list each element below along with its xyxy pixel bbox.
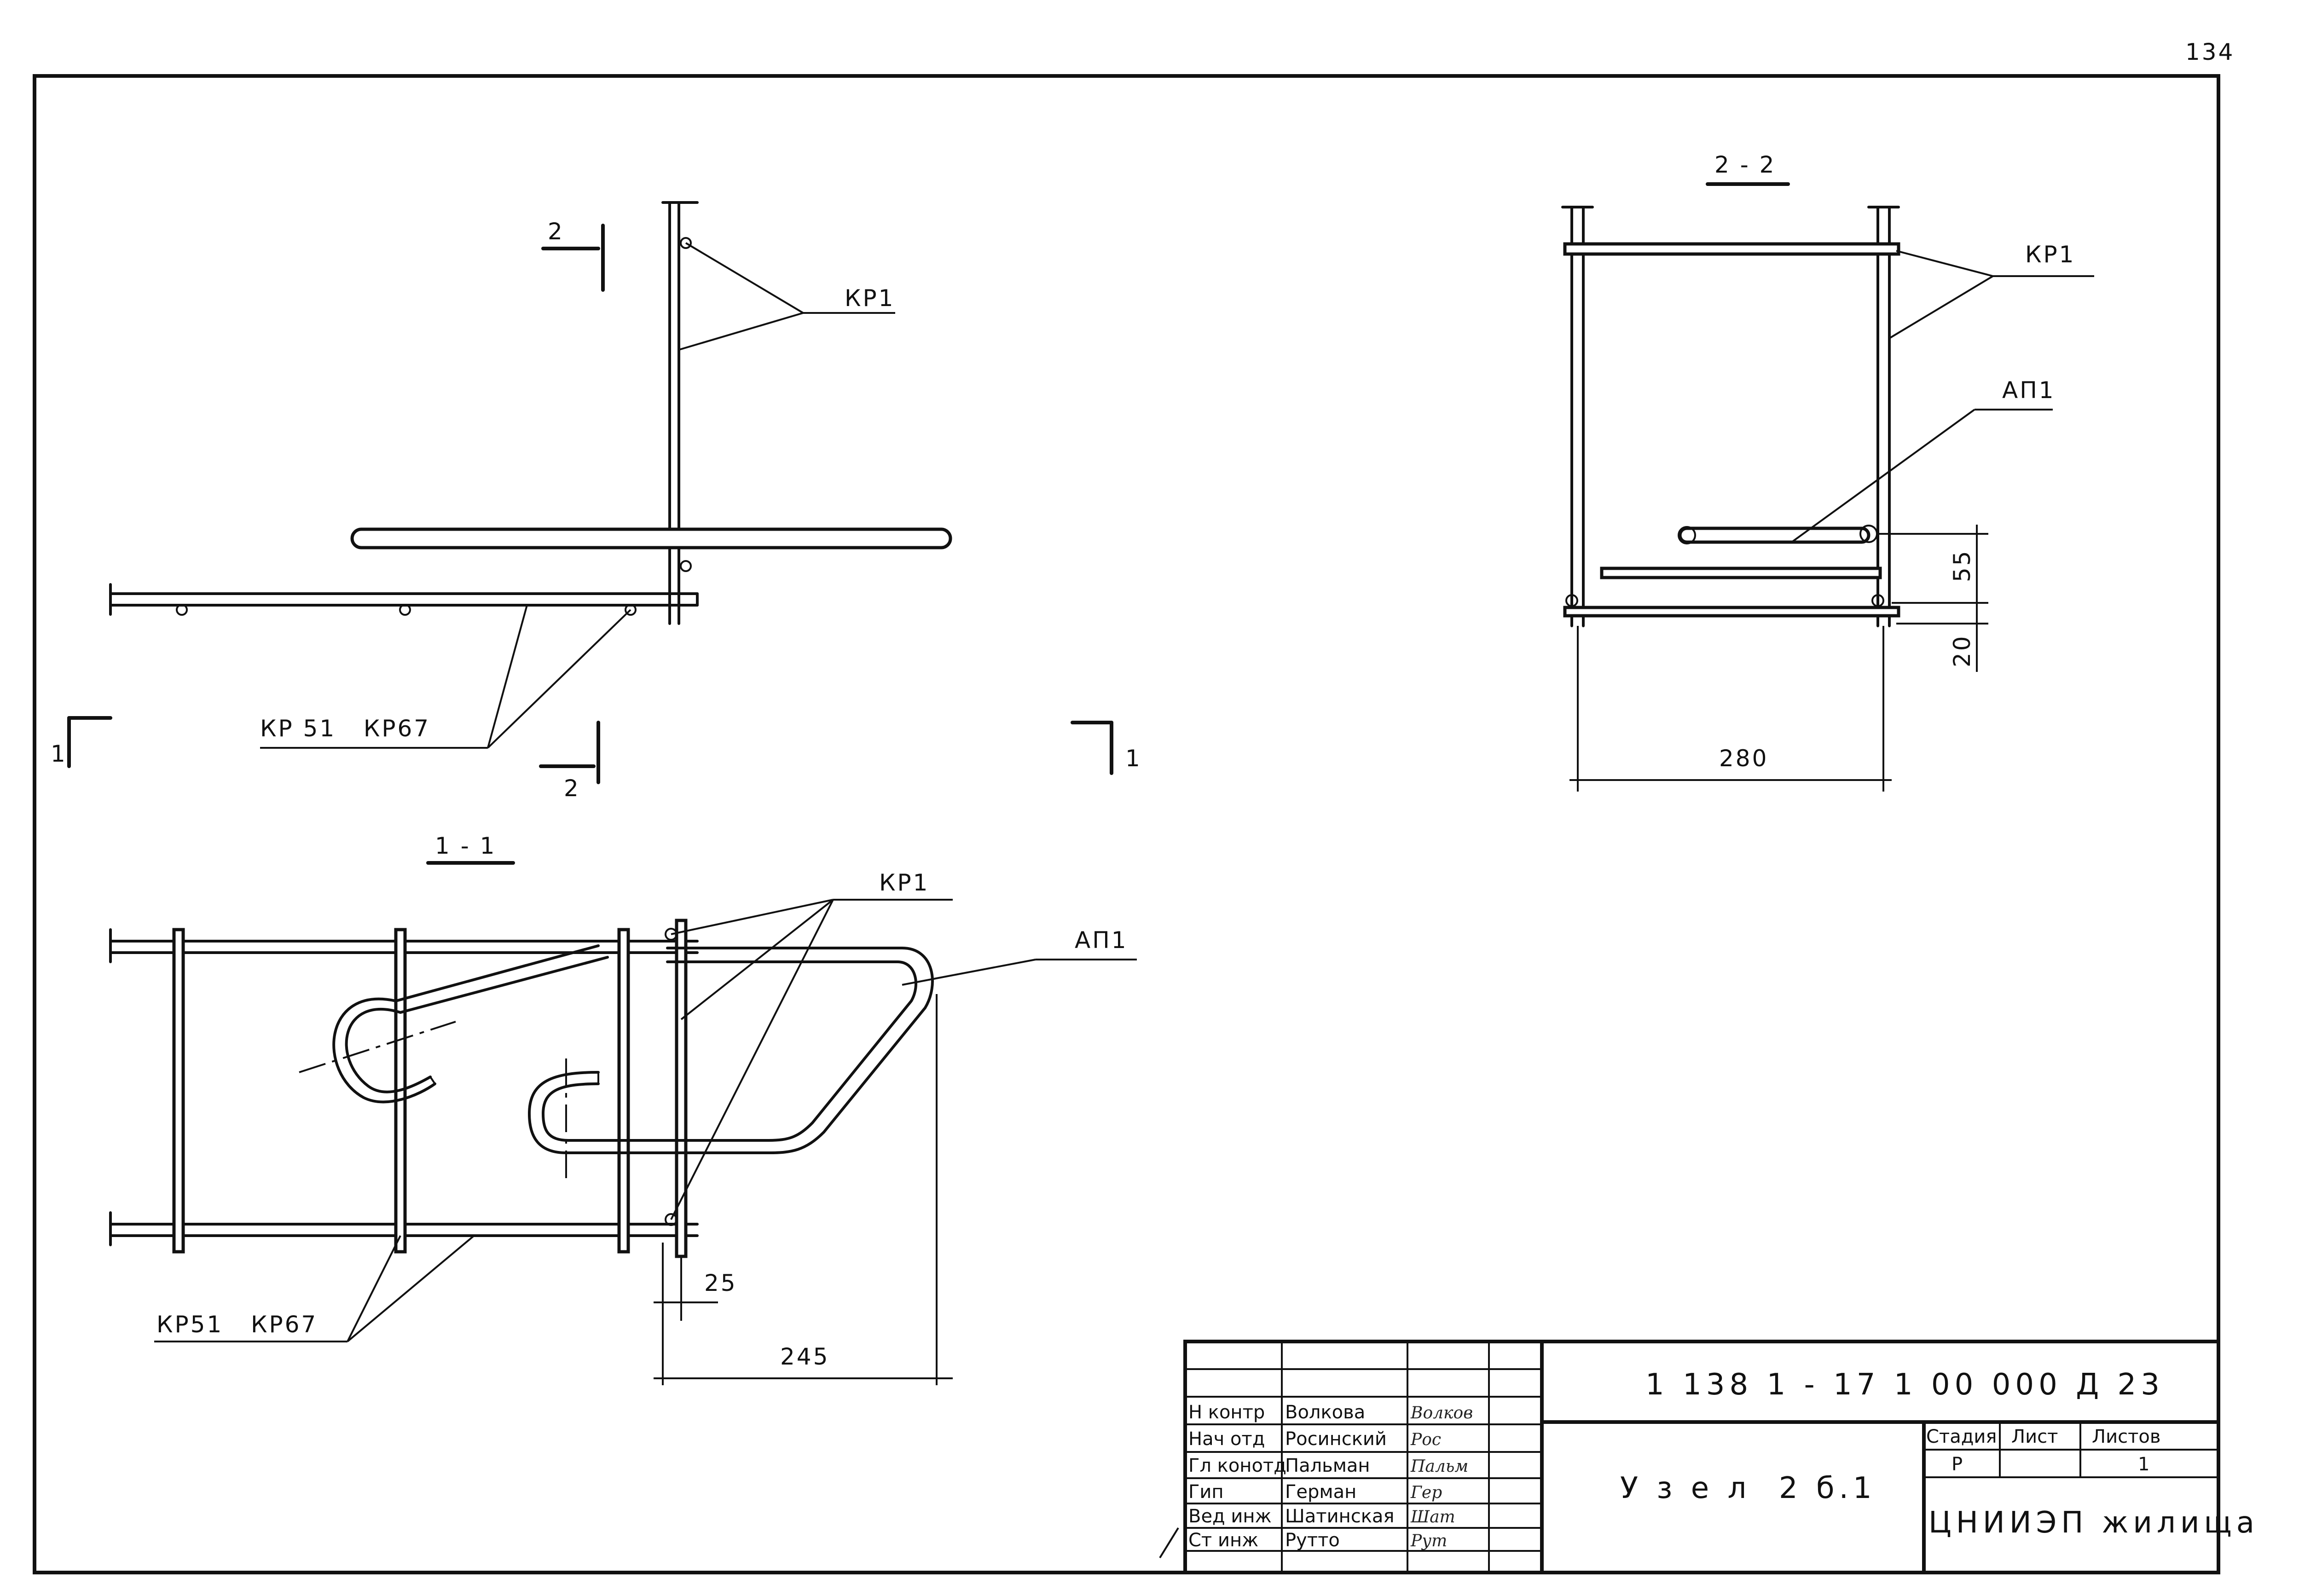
signature-name: Рутто bbox=[1285, 1530, 1340, 1551]
signature-sign: Рос bbox=[1410, 1430, 1441, 1449]
sheet-number: 134 bbox=[2185, 39, 2235, 65]
signature-name: Пальман bbox=[1285, 1455, 1370, 1476]
cut-1-left: 1 bbox=[51, 740, 67, 767]
stage-header: Стадия bbox=[1926, 1426, 1997, 1447]
sheet-header: Лист bbox=[2011, 1426, 2058, 1447]
drawing-title: У з е л 2 б.1 bbox=[1620, 1471, 1876, 1505]
doc-code: 1 138 1 - 17 1 00 000 Д 23 bbox=[1645, 1368, 2164, 1402]
section-1-1-ap1-label: АП1 bbox=[1075, 927, 1128, 954]
sheets-value: 1 bbox=[2138, 1454, 2149, 1475]
signature-role: Гип bbox=[1188, 1481, 1224, 1503]
cut-1-right: 1 bbox=[1125, 745, 1142, 772]
plan-kr1-label: КР1 bbox=[845, 285, 895, 312]
drawing-frame bbox=[33, 74, 2220, 1574]
signature-role: Нач отд bbox=[1188, 1428, 1265, 1450]
plan-view: КР1 КР 51 КР67 2 2 1 1 bbox=[51, 201, 1142, 802]
cut-2-top: 2 bbox=[548, 218, 564, 245]
stage-value: Р bbox=[1952, 1454, 1963, 1475]
section-2-2: 2 - 2 КР1 АП1 55 20 bbox=[1561, 151, 2094, 792]
signature-name: Росинский bbox=[1285, 1428, 1387, 1450]
dim-55: 55 bbox=[1949, 549, 1975, 582]
dim-280: 280 bbox=[1719, 745, 1768, 772]
signature-role: Н контр bbox=[1188, 1402, 1265, 1423]
dim-245: 245 bbox=[780, 1343, 829, 1370]
title-block: 1 138 1 - 17 1 00 000 Д 23 У з е л 2 б.1… bbox=[1159, 1340, 2259, 1574]
organization: ЦНИИЭП жилища bbox=[1928, 1506, 2259, 1540]
section-1-1: 1 - 1 КР1 АП1 bbox=[109, 833, 1137, 1385]
section-1-1-kr51-kr67-label: КР51 КР67 bbox=[156, 1311, 318, 1338]
section-2-2-kr1-label: КР1 bbox=[2025, 241, 2075, 268]
signature-role: Гл конотд bbox=[1188, 1455, 1286, 1476]
section-1-1-kr1-label: КР1 bbox=[879, 869, 929, 896]
section-1-1-title: 1 - 1 bbox=[435, 833, 496, 859]
signature-sign: Рут bbox=[1410, 1532, 1447, 1550]
signature-name: Волкова bbox=[1285, 1402, 1365, 1423]
signature-sign: Пальм bbox=[1410, 1457, 1468, 1476]
dim-25: 25 bbox=[704, 1270, 737, 1296]
signature-role: Вед инж bbox=[1188, 1506, 1272, 1527]
signature-sign: Гер bbox=[1410, 1483, 1442, 1502]
sheets-header: Листов bbox=[2092, 1426, 2160, 1447]
dim-20: 20 bbox=[1949, 634, 1975, 667]
signature-role: Ст инж bbox=[1188, 1530, 1258, 1551]
signature-sign: Волков bbox=[1410, 1404, 1473, 1423]
cut-2-bottom: 2 bbox=[564, 775, 580, 802]
section-2-2-ap1-label: АП1 bbox=[2002, 377, 2056, 404]
signature-name: Шатинская bbox=[1285, 1506, 1394, 1527]
signature-name: Герман bbox=[1285, 1481, 1356, 1503]
signature-sign: Шат bbox=[1410, 1508, 1455, 1527]
plan-kr51-kr67-label: КР 51 КР67 bbox=[260, 715, 430, 742]
section-2-2-title: 2 - 2 bbox=[1714, 151, 1776, 178]
